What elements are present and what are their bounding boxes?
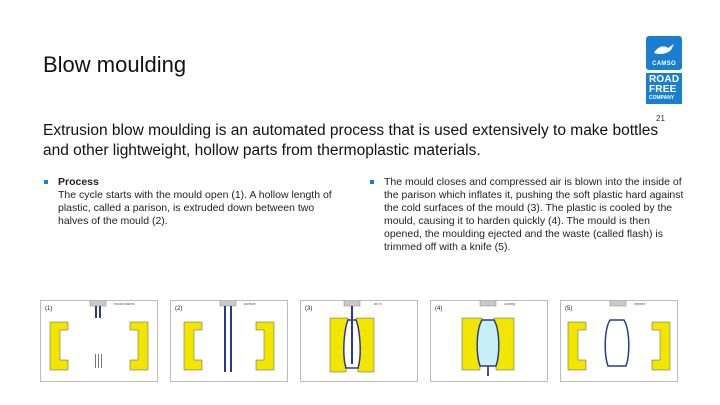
stage-1-caption: mould halves bbox=[114, 302, 135, 306]
stage-1: (1) mould halves bbox=[40, 300, 158, 382]
rabbit-icon bbox=[654, 44, 674, 54]
camso-logo: CAMSO ROAD FREE COMPANY bbox=[646, 36, 686, 104]
stage-4-caption: cooling bbox=[504, 302, 516, 306]
process-description: The cycle starts with the mould open (1)… bbox=[58, 189, 332, 227]
stage-4: (4) cooling bbox=[430, 300, 548, 382]
logo-line-free: FREE bbox=[649, 84, 677, 95]
camso-logo-mark: CAMSO bbox=[646, 36, 682, 70]
stage-2-illustration bbox=[170, 300, 288, 382]
bullet-marker bbox=[44, 180, 48, 184]
stage-3-illustration bbox=[300, 300, 418, 382]
stage-2: (2) parison bbox=[170, 300, 288, 382]
blow-moulding-diagram: (1) mould halves (2) parison (3) air in bbox=[40, 300, 690, 382]
stage-2-label: (2) bbox=[175, 306, 183, 312]
stage-5-illustration bbox=[560, 300, 678, 382]
process-heading: Process bbox=[58, 176, 99, 188]
stage-5-caption: ejected bbox=[634, 302, 646, 306]
page-number: 21 bbox=[656, 114, 665, 123]
logo-brand-text: CAMSO bbox=[652, 61, 676, 67]
mould-closing-column: The mould closes and compressed air is b… bbox=[370, 176, 685, 254]
road-free-company-logo: ROAD FREE COMPANY bbox=[646, 73, 682, 104]
stage-3-caption: air in bbox=[374, 302, 382, 306]
stage-4-illustration bbox=[430, 300, 548, 382]
logo-line-company: COMPANY bbox=[649, 95, 675, 101]
bullet-marker bbox=[370, 180, 374, 184]
stage-5-label: (5) bbox=[565, 306, 573, 312]
mould-closing-description: The mould closes and compressed air is b… bbox=[384, 176, 684, 253]
stage-3-label: (3) bbox=[305, 306, 313, 312]
slide-title: Blow moulding bbox=[43, 52, 187, 77]
stage-4-label: (4) bbox=[435, 306, 443, 312]
stage-2-caption: parison bbox=[244, 302, 256, 306]
stage-1-illustration bbox=[40, 300, 158, 382]
stage-1-label: (1) bbox=[45, 306, 53, 312]
stage-5: (5) ejected bbox=[560, 300, 678, 382]
stage-3: (3) air in bbox=[300, 300, 418, 382]
logo-line-road: ROAD bbox=[649, 74, 680, 85]
process-column: Process The cycle starts with the mould … bbox=[44, 176, 344, 228]
intro-paragraph: Extrusion blow moulding is an automated … bbox=[43, 122, 659, 159]
